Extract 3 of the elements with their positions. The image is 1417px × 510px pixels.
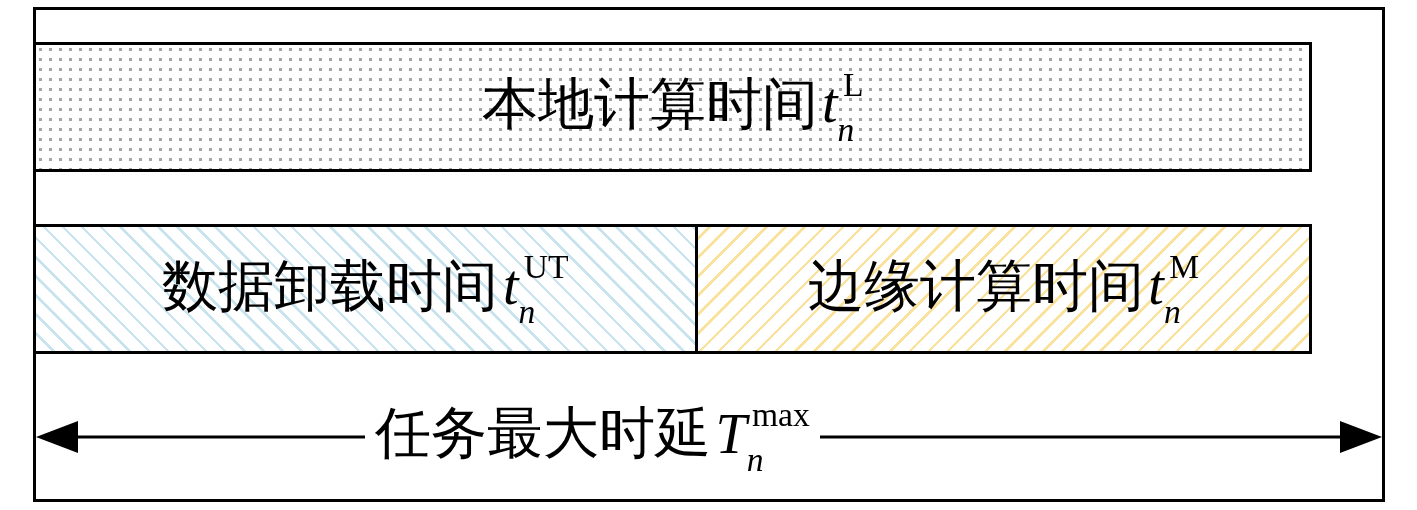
striped-bar [695,224,1312,354]
dotted-bar [33,42,1312,172]
striped-bar [33,224,698,354]
